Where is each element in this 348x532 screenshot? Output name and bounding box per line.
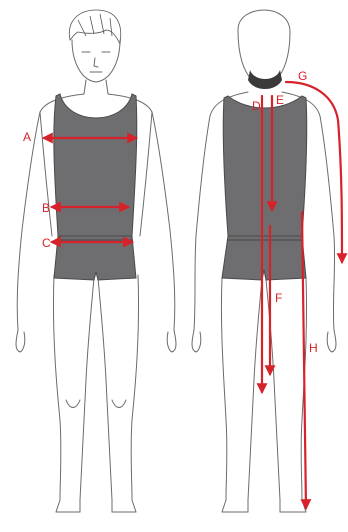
label-e: E — [276, 93, 284, 107]
back-beard — [248, 70, 282, 89]
back-figure — [192, 10, 336, 512]
front-head — [72, 40, 120, 82]
front-figure — [16, 10, 176, 512]
back-legs — [221, 278, 306, 512]
front-hair — [69, 10, 120, 44]
front-tank-top — [54, 94, 137, 236]
label-d: D — [252, 99, 261, 113]
front-legs — [53, 275, 138, 512]
label-a: A — [23, 130, 31, 144]
label-f: F — [275, 291, 282, 305]
label-c: C — [42, 236, 51, 250]
label-b: B — [42, 201, 50, 215]
back-head — [238, 10, 290, 80]
label-g: G — [298, 69, 307, 83]
back-tank-top — [223, 96, 307, 236]
label-h: H — [309, 341, 318, 355]
